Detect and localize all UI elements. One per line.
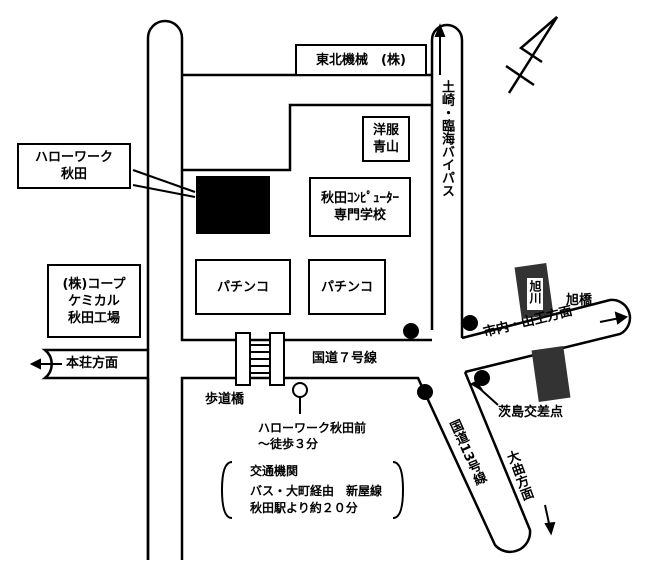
pachinko-2-label: パチンコ [308, 259, 386, 315]
pedestrian-bridge-label: 歩道橋 [205, 392, 245, 407]
pachinko-1-label: パチンコ [195, 259, 291, 315]
asahi-river-label: 旭川 [528, 280, 542, 304]
bus-stop-icon [292, 382, 308, 414]
honjo-direction-label: 本荘方面 [66, 356, 119, 371]
traffic-signal-icons [403, 315, 490, 400]
transport-line2: 秋田駅より約２０分 [250, 501, 358, 515]
transport-line1: バス・大町経由 新屋線 [250, 484, 383, 498]
honjo-road [41, 348, 150, 560]
intersection-label: 茨島交差点 [498, 405, 564, 420]
akita-computer-school-label: 秋田ｺﾝﾋﾟｭｰﾀｰ 専門学校 [309, 177, 411, 237]
yofuku-aoyama-label: 洋服 青山 [362, 116, 410, 162]
hellowork-callout: ハローワーク 秋田 [17, 143, 131, 189]
river-icon [514, 263, 571, 402]
transport-title: 交通機関 [250, 464, 299, 478]
route7-label: 国道７号線 [312, 351, 378, 366]
asahi-bridge-label: 旭橋 [566, 293, 593, 308]
pedestrian-bridge-icon [235, 332, 285, 386]
tohoku-kikai-label: 東北機械 (株) [295, 44, 427, 76]
coop-chemical-label: (株)コープ ケミカル 秋田工場 [47, 264, 141, 338]
hellowork-building [196, 176, 270, 234]
compass-north-icon [505, 16, 559, 94]
bus-stop-label: ハローワーク秋田前 〜徒歩３分 [258, 421, 367, 451]
bypass-label: 土崎・臨海バイパス [439, 80, 454, 197]
